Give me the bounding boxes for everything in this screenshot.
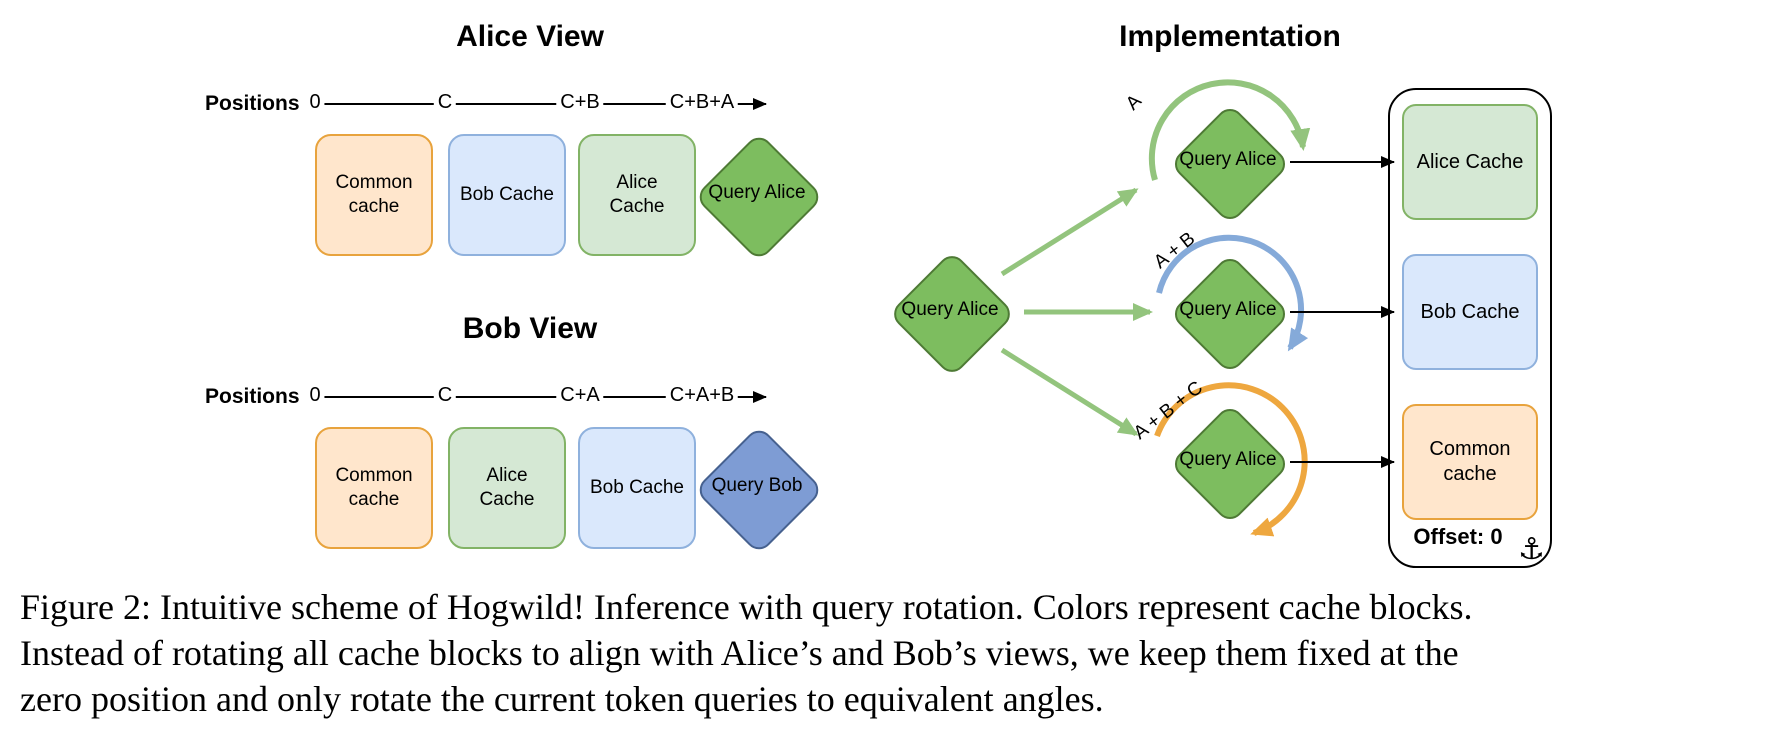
bob-view-query-label: Query Bob [711, 475, 803, 496]
offset-label: Offset: 0 [1413, 524, 1503, 549]
implementation-source-query-label: Query Alice [901, 299, 999, 320]
rotation-arc-a-plus-b-plus-c [1154, 382, 1308, 537]
anchor-icon: ⚓ [1518, 532, 1545, 567]
rotated-query-label-middle: Query Alice [1179, 299, 1277, 320]
kv-cache-container [1388, 88, 1552, 568]
alice-view-alice-cache-block: Alice Cache [578, 134, 696, 256]
alice-positions-label: Positions [205, 92, 300, 115]
alice-tick-0: 0 [305, 91, 325, 114]
alice-view-title: Alice View [456, 20, 604, 53]
bob-view-title: Bob View [462, 312, 598, 345]
fanout-arrow-top [1000, 187, 1139, 277]
stack-alice-cache-block: Alice Cache [1402, 104, 1538, 220]
rotated-query-label-bottom: Query Alice [1179, 449, 1277, 470]
rotation-arc-a-plus-b [1156, 234, 1309, 352]
alice-tick-cba: C+B+A [665, 91, 739, 114]
implementation-title: Implementation [1119, 20, 1341, 53]
bob-tick-ca: C+A [556, 384, 604, 407]
fanout-arrow-bottom [1000, 347, 1139, 437]
caption-line-2: Instead of rotating all cache blocks to … [20, 633, 1459, 673]
bob-view-common-cache-block: Common cache [315, 427, 433, 549]
alice-tick-cb: C+B [556, 91, 604, 114]
bob-view-bob-cache-block: Bob Cache [578, 427, 696, 549]
stack-common-cache-block: Common cache [1402, 404, 1538, 520]
alice-tick-c: C [433, 91, 457, 114]
alice-view-common-cache-block: Common cache [315, 134, 433, 256]
alice-view-bob-cache-block: Bob Cache [448, 134, 566, 256]
alice-view-query-label: Query Alice [708, 182, 806, 203]
rotated-query-label-top: Query Alice [1179, 149, 1277, 170]
bob-view-alice-cache-block: Alice Cache [448, 427, 566, 549]
rotation-arc-a [1148, 79, 1311, 181]
stack-bob-cache-block: Bob Cache [1402, 254, 1538, 370]
bob-tick-cab: C+A+B [665, 384, 739, 407]
caption-line-3: zero position and only rotate the curren… [20, 679, 1104, 719]
bob-tick-0: 0 [305, 384, 325, 407]
figure-caption: Figure 2: Intuitive scheme of Hogwild! I… [20, 584, 1473, 722]
caption-line-1: Figure 2: Intuitive scheme of Hogwild! I… [20, 587, 1473, 627]
bob-tick-c: C [433, 384, 457, 407]
bob-positions-label: Positions [205, 385, 300, 408]
